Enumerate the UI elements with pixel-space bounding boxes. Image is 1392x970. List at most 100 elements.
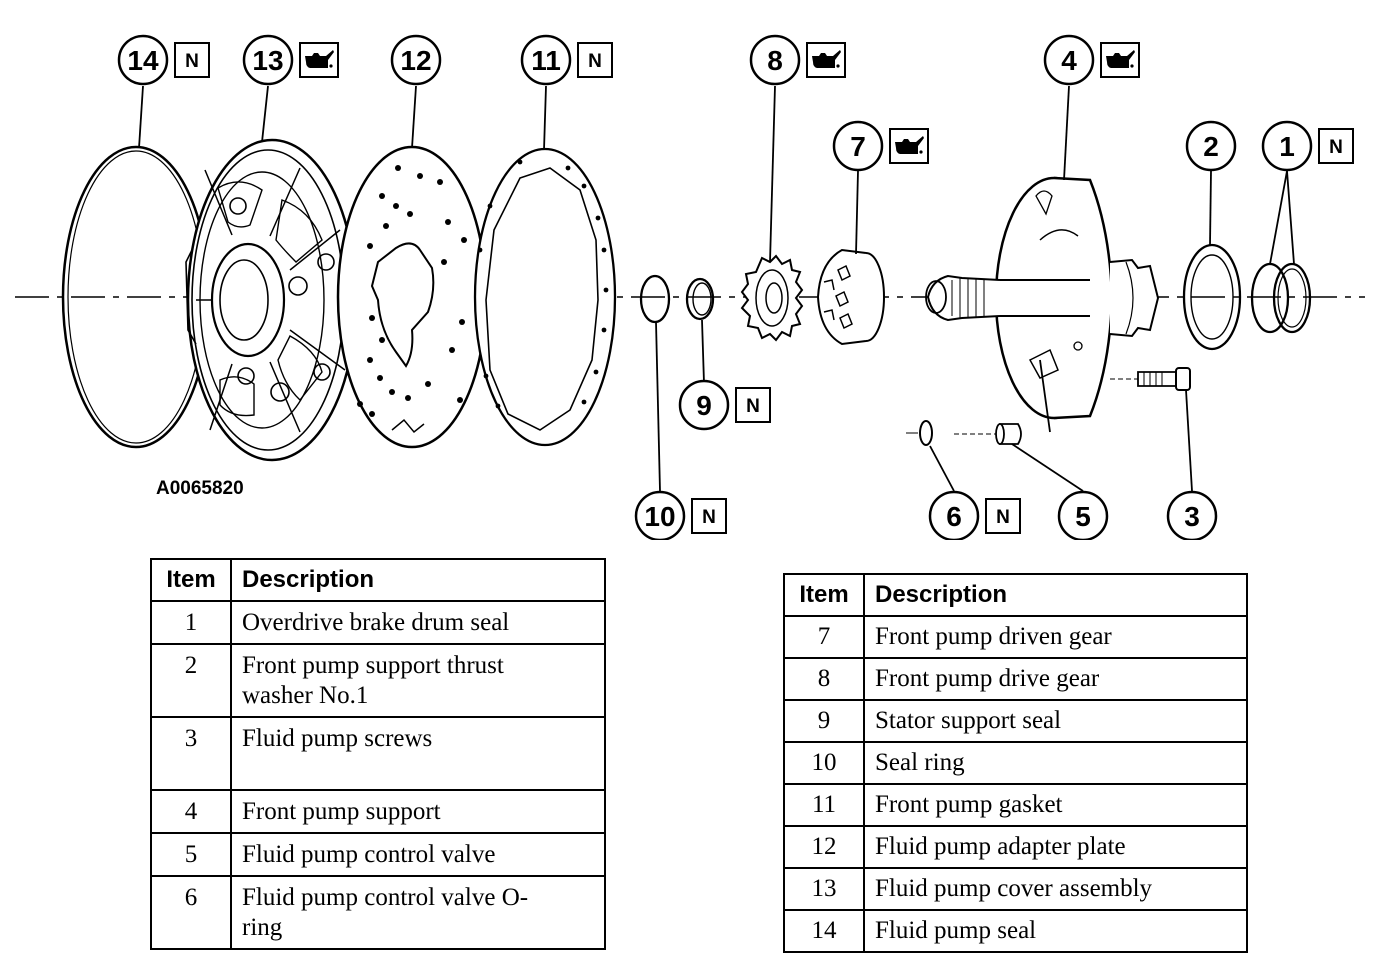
- part-12-adapter-plate: [336, 145, 488, 449]
- item-number: 13: [783, 867, 865, 911]
- callout-number: 11: [531, 45, 561, 76]
- callout-11: 11 N: [520, 34, 613, 86]
- part-9-stator-seal: [685, 277, 715, 321]
- column-header-description: Description: [230, 558, 606, 602]
- item-description: Fluid pump control valve: [230, 832, 606, 877]
- item-number: 7: [783, 615, 865, 659]
- callout-circle: [928, 490, 980, 540]
- table-header-row: Item Description: [150, 558, 606, 602]
- item-description: Fluid pump control valve O-ring: [230, 875, 606, 950]
- item-number: 1: [150, 600, 232, 645]
- callout-number: 14: [127, 45, 159, 76]
- callout-3: 3: [1166, 490, 1218, 540]
- new-part-label: N: [588, 51, 602, 72]
- item-number: 2: [150, 643, 232, 718]
- part-3-screw: [1110, 367, 1191, 391]
- table-header-row: Item Description: [783, 573, 1248, 617]
- callout-circle: [242, 34, 294, 86]
- oil-can-icon: [299, 42, 339, 78]
- part-11-gasket: [473, 147, 617, 447]
- callout-circle: [520, 34, 572, 86]
- callout-number: 2: [1203, 131, 1219, 162]
- item-number: 6: [150, 875, 232, 950]
- item-number: 3: [150, 716, 232, 791]
- part-6-o-ring: [906, 420, 933, 446]
- item-description: Fluid pump cover assembly: [863, 867, 1248, 911]
- callout-circle: [390, 34, 442, 86]
- item-number: 14: [783, 909, 865, 953]
- part-10-seal-ring: [639, 274, 671, 324]
- leader-lines: [138, 85, 1295, 492]
- part-1-drum-seals: [1250, 262, 1312, 334]
- callout-12: 12: [390, 34, 442, 86]
- callout-7: 7: [832, 120, 929, 172]
- item-number: 5: [150, 832, 232, 877]
- column-header-description: Description: [863, 573, 1248, 617]
- figure-id: A0065820: [156, 478, 244, 499]
- new-part-label: N: [996, 507, 1010, 528]
- column-header-item: Item: [150, 558, 232, 602]
- part-5-control-valve: [954, 423, 1022, 445]
- item-description: Front pump drive gear: [863, 657, 1248, 701]
- oil-can-icon: [1100, 42, 1140, 78]
- item-description: Overdrive brake drum seal: [230, 600, 606, 645]
- new-part-box: [691, 498, 727, 534]
- callout-4: 4: [1043, 34, 1140, 86]
- callout-circle: [1261, 120, 1313, 172]
- part-7-driven-gear: [816, 248, 885, 346]
- callout-number: 7: [850, 131, 866, 162]
- part-8-drive-gear: [740, 254, 804, 342]
- callout-circle: [1043, 34, 1095, 86]
- callout-number: 12: [400, 45, 431, 76]
- item-number: 12: [783, 825, 865, 869]
- item-description: Front pump support: [230, 789, 606, 834]
- callout-number: 9: [696, 390, 712, 421]
- callout-5: 5: [1057, 490, 1109, 540]
- callout-circle: [1185, 120, 1237, 172]
- new-part-box: [577, 42, 613, 78]
- callout-2: 2: [1185, 120, 1237, 172]
- callout-number: 3: [1184, 501, 1200, 532]
- new-part-box: [1318, 128, 1354, 164]
- item-description: Fluid pump seal: [863, 909, 1248, 953]
- item-number: 10: [783, 741, 865, 785]
- callout-number: 8: [767, 45, 783, 76]
- callout-number: 6: [946, 501, 962, 532]
- new-part-box: [174, 42, 210, 78]
- callout-number: 13: [252, 45, 283, 76]
- callout-circle: [1057, 490, 1109, 540]
- callout-8: 8: [749, 34, 846, 86]
- part-2-thrust-washer: [1182, 243, 1242, 351]
- column-header-item: Item: [783, 573, 865, 617]
- callout-number: 4: [1061, 45, 1077, 76]
- callout-circle: [749, 34, 801, 86]
- new-part-box: [735, 387, 771, 423]
- item-description: Stator support seal: [863, 699, 1248, 743]
- callout-number: 10: [644, 501, 675, 532]
- oil-can-icon: [806, 42, 846, 78]
- new-part-label: N: [1329, 137, 1343, 158]
- item-number: 11: [783, 783, 865, 827]
- callout-number: 5: [1075, 501, 1091, 532]
- part-13-pump-cover: [185, 138, 358, 462]
- item-description: Fluid pump screws: [230, 716, 606, 791]
- item-description: Seal ring: [863, 741, 1248, 785]
- item-description: Front pump gasket: [863, 783, 1248, 827]
